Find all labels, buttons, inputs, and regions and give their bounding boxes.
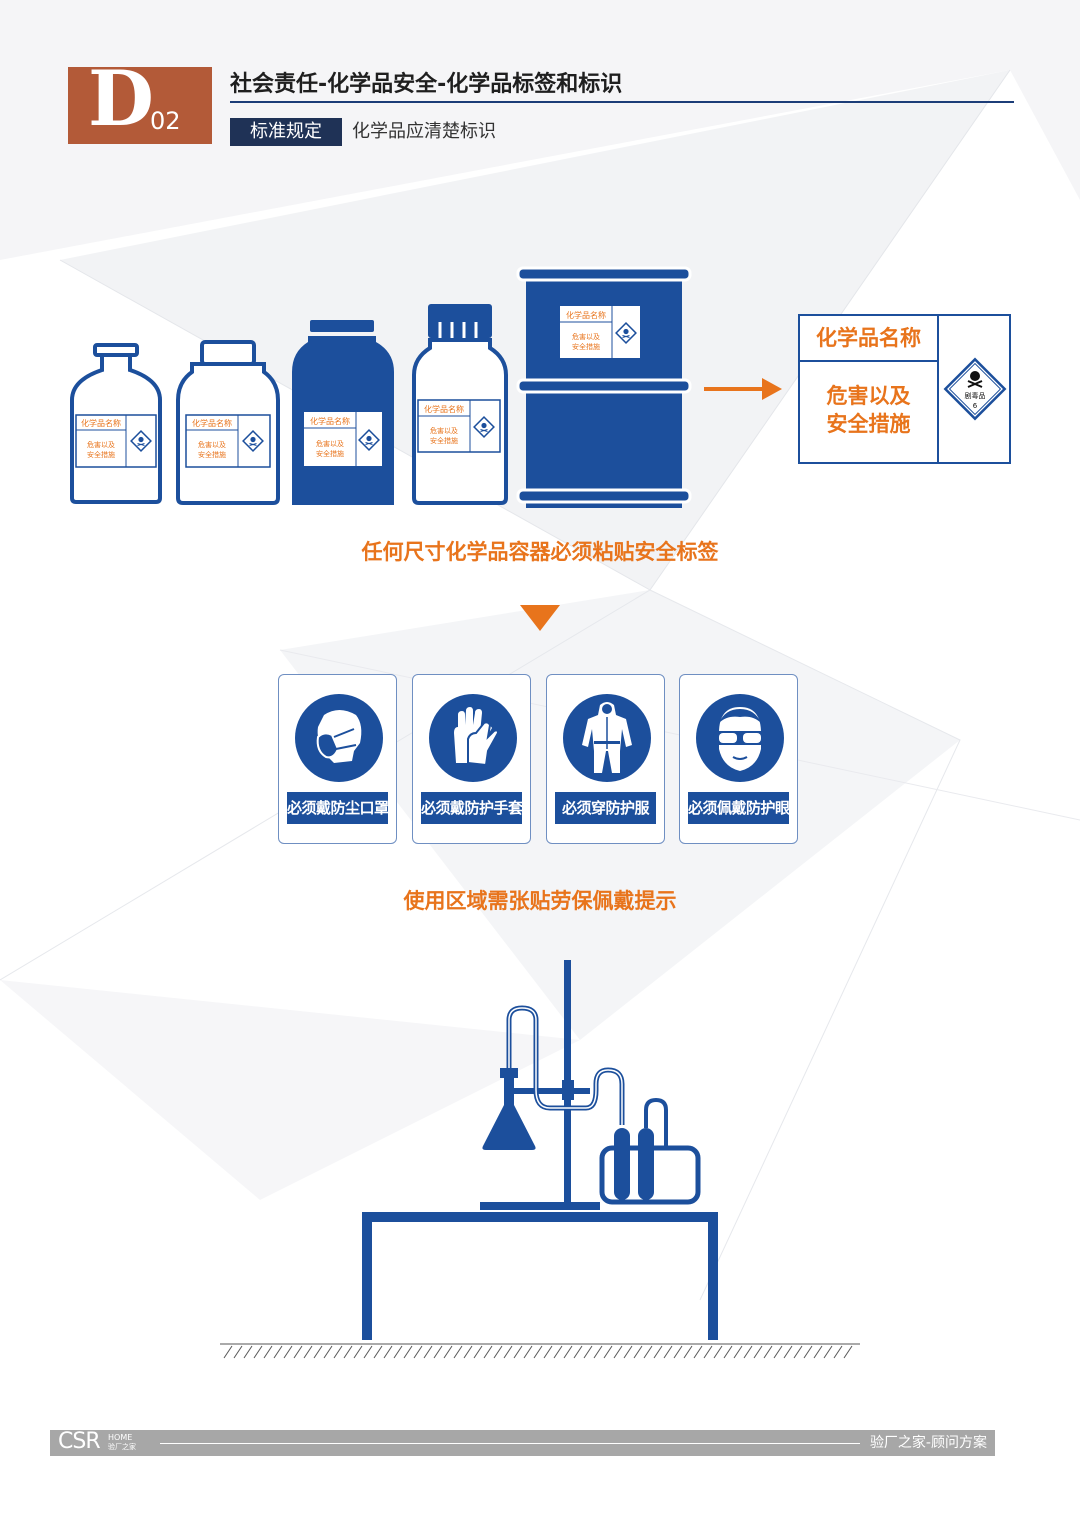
- bottle-solid: 化学品名称 危害以及 安全措施: [292, 320, 394, 505]
- standard-text: 化学品应清楚标识: [352, 121, 496, 142]
- bottle-medium-hazard-1: 危害以及: [198, 440, 226, 449]
- label-hazard-text: 危害以及 安全措施: [800, 382, 937, 438]
- flask-icon: [482, 1068, 536, 1150]
- bottle-small-hazard-1: 危害以及: [87, 440, 115, 449]
- ppe-sign-goggles: 必须佩戴防护眼镜: [679, 674, 798, 844]
- diamond-text: 剧毒品: [965, 391, 986, 400]
- label-hazard-line-2: 安全措施: [826, 412, 911, 436]
- bottle-small-name: 化学品名称: [81, 418, 121, 428]
- footer-logo-sub: 验厂之家: [108, 1443, 136, 1451]
- badge-letter: D: [88, 54, 154, 143]
- page-title: 社会责任-化学品安全-化学品标签和标识: [230, 72, 623, 97]
- footer-logo-home: HOME: [108, 1433, 133, 1442]
- chemical-containers-illustration: 化学品名称 危害以及 安全措施 化学品名称 危害以及 安全措施 化学品名称 危害…: [70, 266, 692, 508]
- arrow-right-icon: [704, 378, 782, 400]
- bottle-solid-hazard-1: 危害以及: [316, 439, 344, 448]
- title-divider: [230, 101, 1014, 103]
- bottle-solid-name: 化学品名称: [310, 416, 350, 426]
- label-divider-vertical: [937, 316, 939, 462]
- section-badge: D 02: [68, 61, 212, 144]
- ground-hatching: [220, 1343, 860, 1359]
- ppe-sign-dust-mask: 必须戴防尘口罩: [278, 674, 397, 844]
- chemical-drum: 化学品名称 危害以及 安全措施: [516, 266, 692, 508]
- ppe-caption: 使用区域需张贴劳保佩戴提示: [403, 889, 677, 913]
- label-chemical-name: 化学品名称: [816, 326, 921, 350]
- ppe-sign-protective-suit: 必须穿防护服: [546, 674, 665, 844]
- bottle-medium-hazard-2: 安全措施: [198, 450, 226, 459]
- bottle-ribbed-name: 化学品名称: [424, 404, 464, 414]
- bottle-solid-hazard-2: 安全措施: [316, 449, 344, 458]
- bottle-small: 化学品名称 危害以及 安全措施: [70, 343, 162, 504]
- drum-label-name: 化学品名称: [566, 310, 606, 320]
- drum-label-hazard-2: 安全措施: [572, 342, 600, 351]
- skull-icon: [970, 371, 980, 381]
- containers-caption: 任何尺寸化学品容器必须粘贴安全标签: [361, 540, 719, 564]
- lab-apparatus-illustration: [220, 960, 860, 1359]
- bottle-ribbed-cap: 化学品名称 危害以及 安全措施: [412, 304, 508, 505]
- chemical-label-card: 化学品名称 危害以及 安全措施 剧毒品 6: [798, 314, 1011, 464]
- footer-right-text: 验厂之家-顾问方案: [869, 1435, 987, 1451]
- gloves-icon: [429, 694, 517, 782]
- standard-tag: 标准规定: [230, 118, 342, 146]
- bottle-medium: 化学品名称 危害以及 安全措施: [176, 340, 280, 505]
- ppe-label-gloves: 必须戴防护手套: [421, 792, 522, 824]
- lab-table: [362, 1212, 718, 1340]
- diamond-class: 6: [973, 402, 978, 410]
- bottle-ribbed-hazard-2: 安全措施: [430, 436, 458, 445]
- ppe-sign-gloves: 必须戴防护手套: [412, 674, 531, 844]
- triangle-down-icon: [520, 605, 560, 631]
- bottle-ribbed-hazard-1: 危害以及: [430, 426, 458, 435]
- dust-mask-icon: [295, 694, 383, 782]
- test-tubes-icon: [614, 1097, 668, 1200]
- footer-divider: [160, 1443, 860, 1444]
- bottle-medium-name: 化学品名称: [192, 418, 232, 428]
- protective-suit-icon: [563, 694, 651, 782]
- toxic-hazard-diamond-icon: 剧毒品 6: [943, 357, 1007, 421]
- ppe-label-goggles: 必须佩戴防护眼镜: [688, 792, 789, 824]
- bottle-small-hazard-2: 安全措施: [87, 450, 115, 459]
- ppe-label-dust-mask: 必须戴防尘口罩: [287, 792, 388, 824]
- badge-number: 02: [150, 107, 181, 135]
- footer-logo: CSR: [58, 1429, 101, 1454]
- label-hazard-line-1: 危害以及: [826, 384, 911, 408]
- drum-label-hazard-1: 危害以及: [572, 332, 600, 341]
- label-divider-horizontal: [800, 360, 937, 362]
- page-footer: CSR HOME 验厂之家 验厂之家-顾问方案: [50, 1429, 995, 1456]
- ppe-label-protective-suit: 必须穿防护服: [555, 792, 656, 824]
- goggles-icon: [696, 694, 784, 782]
